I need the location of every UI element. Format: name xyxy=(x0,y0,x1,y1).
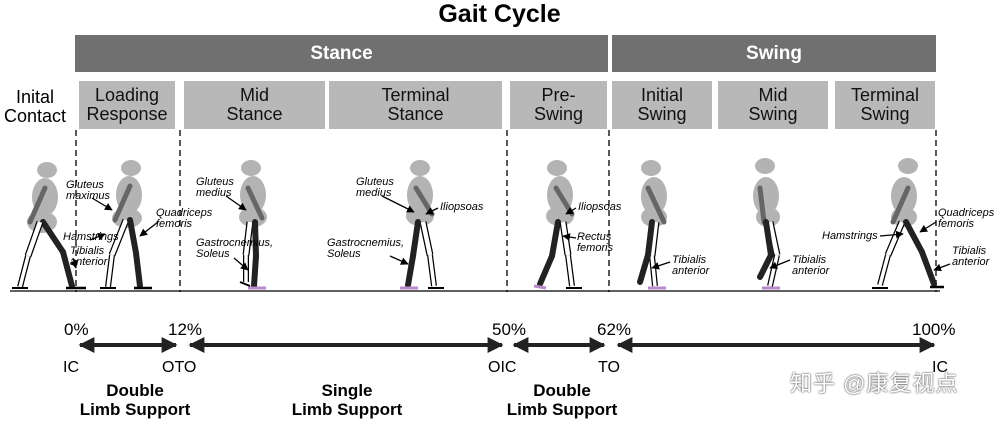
figure-5 xyxy=(533,160,582,290)
event-oic: OIC xyxy=(488,359,517,376)
label-rectus-femoris: Rectus femoris xyxy=(577,231,614,254)
percent-62: 62% xyxy=(597,320,632,339)
phase-pre-swing: Pre- Swing xyxy=(510,81,607,129)
figure-8 xyxy=(872,158,944,289)
figure-6 xyxy=(637,160,667,290)
label-iliopsoas-2: Iliopsoas xyxy=(578,201,622,213)
figure-3 xyxy=(239,160,267,290)
double-limb-support-2: Double Limb Support xyxy=(506,381,618,419)
phase-mid-swing: Mid Swing xyxy=(718,81,828,129)
figure-7 xyxy=(753,158,781,290)
label-gluteus-maximus: Gluteus maximus xyxy=(66,179,111,202)
figure-2 xyxy=(100,160,152,290)
label-gluteus-medius-2: Gluteus medius xyxy=(356,176,394,199)
label-tibialis-anterior-3: Tibialis anterior xyxy=(792,254,830,277)
single-limb-support: Single Limb Support xyxy=(291,381,403,419)
figure-4 xyxy=(400,160,444,290)
event-ic-end: IC xyxy=(932,359,948,376)
stance-band: Stance xyxy=(75,35,608,72)
muscle-pointers xyxy=(70,195,951,272)
label-tibialis-anterior-1: Tibialis anterior xyxy=(70,245,108,268)
diagram-title: Gait Cycle xyxy=(438,0,561,28)
label-iliopsoas-1: Iliopsoas xyxy=(440,201,484,213)
event-oto: OTO xyxy=(162,359,197,376)
label-hamstrings-2: Hamstrings xyxy=(822,230,878,242)
swing-band: Swing xyxy=(612,35,936,72)
initial-contact-label: Inital Contact xyxy=(3,87,67,126)
label-gluteus-medius-1: Gluteus medius xyxy=(196,176,234,199)
label-gastrocnemius-soleus-1: Gastrocnemius, Soleus xyxy=(196,237,274,260)
figure-1 xyxy=(12,162,86,290)
label-quadriceps-femoris-1: Quadriceps femoris xyxy=(156,207,213,230)
phase-terminal-stance: Terminal Stance xyxy=(329,81,502,129)
watermark: 知乎 @康复视点 xyxy=(790,371,959,396)
percent-100: 100% xyxy=(912,320,956,339)
phase-initial-swing: Initial Swing xyxy=(612,81,712,129)
percent-50: 50% xyxy=(492,320,527,339)
percent-12: 12% xyxy=(168,320,203,339)
percent-0: 0% xyxy=(64,320,89,339)
event-to: TO xyxy=(598,359,620,376)
double-limb-support-1: Double Limb Support xyxy=(79,381,191,419)
label-tibialis-anterior-2: Tibialis anterior xyxy=(672,254,710,277)
event-ic-start: IC xyxy=(63,359,79,376)
phase-mid-stance: Mid Stance xyxy=(184,81,325,129)
label-quadriceps-femoris-2: Quadriceps femoris xyxy=(938,207,995,230)
label-hamstrings-1: Hamstrings xyxy=(63,231,119,243)
label-gastrocnemius-soleus-2: Gastrocnemius, Soleus xyxy=(327,237,405,260)
phase-terminal-swing: Terminal Swing xyxy=(835,81,935,129)
label-tibialis-anterior-4: Tibialis anterior xyxy=(952,245,990,268)
phase-loading-response: Loading Response xyxy=(79,81,175,129)
